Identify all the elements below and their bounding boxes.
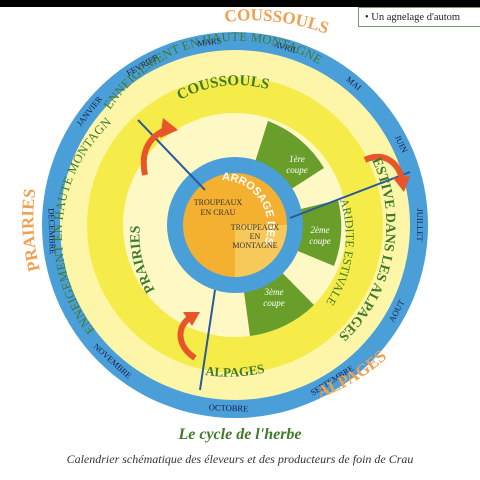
troupeaux-crau-line2: EN CRAU xyxy=(201,208,236,217)
coupe3-line1: 3ème xyxy=(264,287,284,297)
arrow-head-icon xyxy=(393,176,410,192)
coupe2-line2: coupe xyxy=(309,236,331,246)
month-label: JUILLET xyxy=(415,208,425,242)
divider-line xyxy=(137,119,206,191)
arrow-head-icon xyxy=(160,118,178,138)
caption-subtitle: Calendrier schématique des éleveurs et d… xyxy=(66,452,414,466)
month-label: OCTOBRE xyxy=(209,402,249,413)
arrow-icon xyxy=(177,315,197,361)
coupe2-line1: 2ème xyxy=(311,225,330,235)
corner-note: • Un agnelage d'autom xyxy=(358,7,480,27)
troupeaux-montagne-line3: MONTAGNE xyxy=(232,241,277,250)
arrow-head-icon xyxy=(183,312,200,326)
coupe1-line1: 1ère xyxy=(289,154,305,164)
troupeaux-montagne-line1: TROUPEAUX xyxy=(231,223,280,232)
month-label: MARS xyxy=(197,35,223,48)
caption-title: Le cycle de l'herbe xyxy=(178,426,302,443)
alpages-inner-label: ALPAGES xyxy=(205,361,266,380)
outer-label-prairies: PRAIRIES xyxy=(18,188,44,274)
month-label: DECEMBRE xyxy=(46,208,58,255)
coupe3-line2: coupe xyxy=(263,298,285,308)
coupe1-line2: coupe xyxy=(286,165,308,175)
top-black-band xyxy=(0,0,480,7)
arrow-icon xyxy=(363,153,405,181)
center-montagne-sector xyxy=(235,225,287,277)
divider-line xyxy=(199,289,216,391)
troupeaux-crau-line1: TROUPEAUX xyxy=(194,198,243,207)
troupeaux-montagne-line2: EN xyxy=(250,232,261,241)
divider-line xyxy=(289,171,411,219)
